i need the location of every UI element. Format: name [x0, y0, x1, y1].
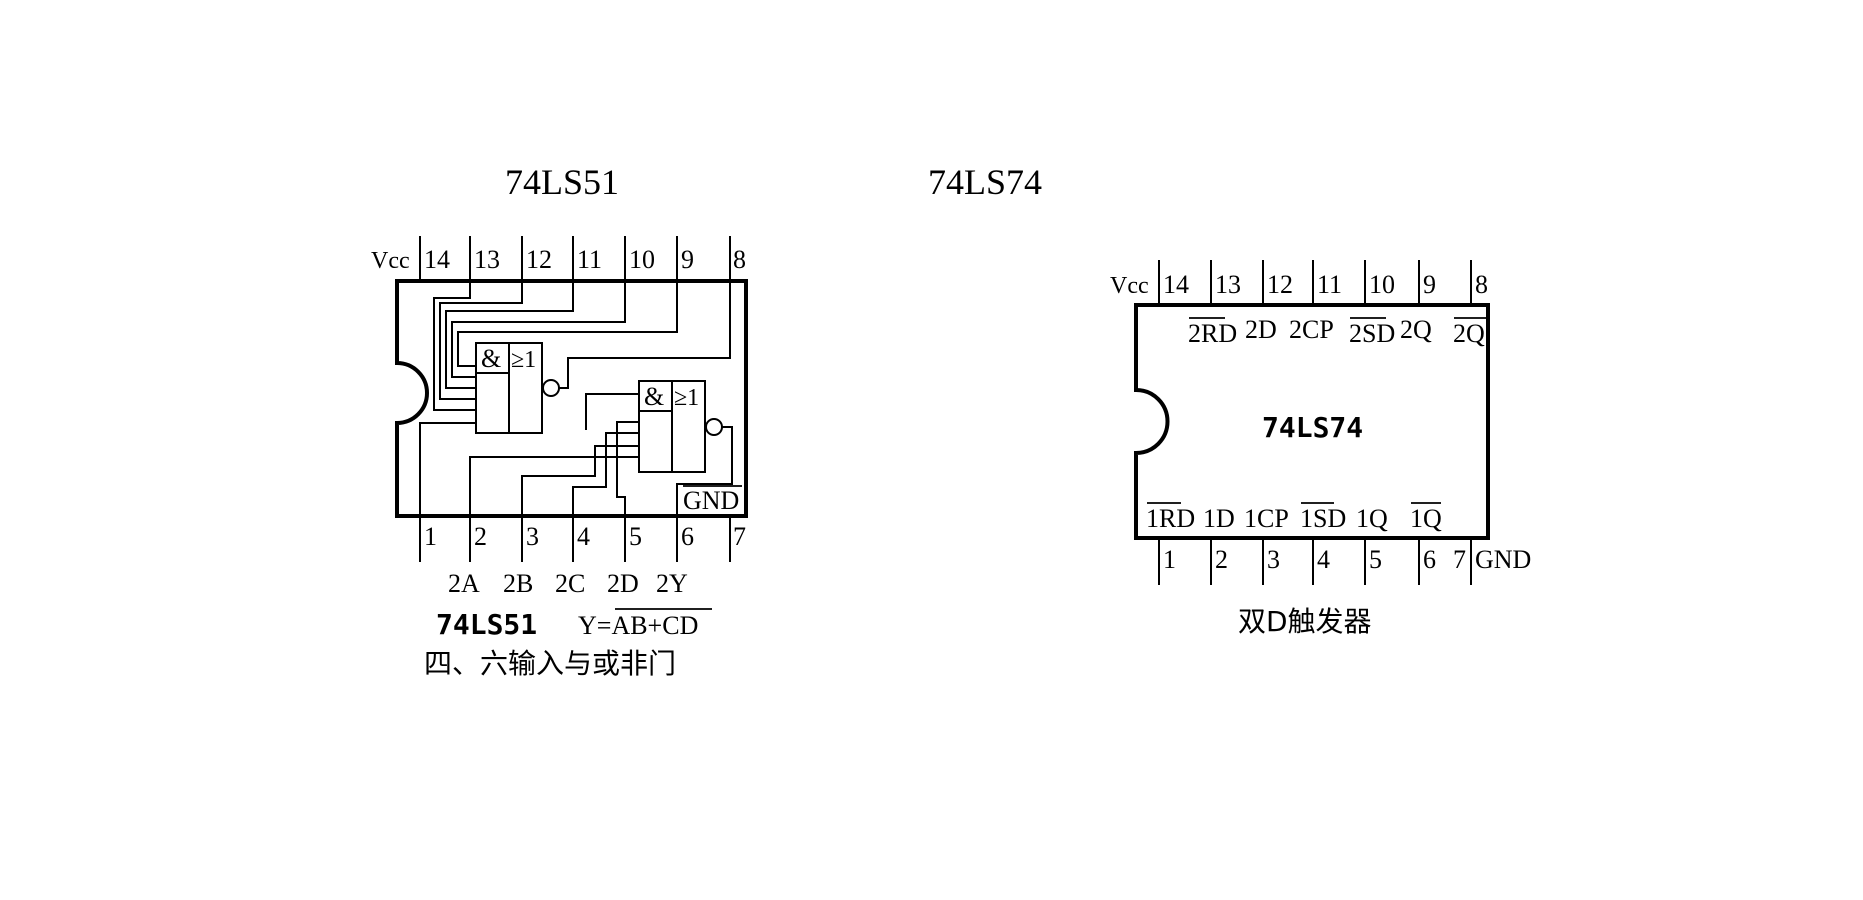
ls51-vcc-label: Vcc: [371, 248, 410, 274]
ls74-pin-12: 12: [1267, 270, 1293, 299]
ls74-pin-8: 8: [1475, 270, 1488, 299]
ls74-bottom-pin-lines: [1158, 538, 1472, 585]
ls74-pin-9: 9: [1423, 270, 1436, 299]
ls74-signal-2rd: 2RD: [1188, 319, 1237, 348]
ls74-pin-4: 4: [1317, 545, 1330, 574]
chip-74ls74-body: [1134, 303, 1490, 540]
ls51-pin-2: 2: [474, 522, 487, 551]
ls74-signal-1rd: 1RD: [1146, 504, 1195, 533]
ls51-gate-1: & ≥1: [475, 342, 560, 434]
ls74-description: 双D触发器: [1238, 605, 1372, 638]
ls74-pin-10: 10: [1369, 270, 1395, 299]
ls74-pin-2: 2: [1215, 545, 1228, 574]
ls74-top-pin-lines: [1158, 260, 1472, 305]
ls74-signal-2q: 2Q: [1400, 315, 1432, 344]
ls74-pin-14: 14: [1163, 270, 1189, 299]
chip-74ls51: 14 13 12 11 10 9 8 Vcc 1 2 3 4 5 6 7 & ≥…: [371, 236, 748, 680]
ls74-pin-3: 3: [1267, 545, 1280, 574]
ls51-description: 四、六输入与或非门: [424, 647, 676, 680]
ls74-pin-1: 1: [1163, 545, 1176, 574]
ls51-internal-wiring: [419, 281, 733, 516]
ls51-pin-8: 8: [733, 245, 746, 274]
title-74ls74: 74LS74: [928, 162, 1042, 202]
ls74-signal-1sd: 1SD: [1300, 504, 1346, 533]
ls51-gate-2: & ≥1: [638, 380, 723, 473]
ls51-pin-7: 7: [733, 522, 746, 551]
ls51-gate-2-or: ≥1: [674, 385, 699, 411]
ls51-bottom-pin-lines: [419, 516, 731, 562]
ls74-signal-1cp: 1CP: [1244, 504, 1289, 533]
ls74-pin-6: 6: [1423, 545, 1436, 574]
ls51-signal-2y: 2Y: [656, 569, 688, 598]
ls51-pin-4: 4: [577, 522, 590, 551]
ls74-pin-7: 7: [1453, 545, 1466, 574]
ls51-pin-9: 9: [681, 245, 694, 274]
ls51-signal-2b: 2B: [503, 569, 533, 598]
ls74-center-label: 74LS74: [1262, 411, 1363, 444]
ls51-signal-2a: 2A: [448, 569, 480, 598]
ls51-pin-3: 3: [526, 522, 539, 551]
title-74ls51: 74LS51: [505, 162, 619, 202]
ls74-signal-2sd: 2SD: [1349, 319, 1395, 348]
ls74-signal-2d: 2D: [1245, 315, 1277, 344]
chip-74ls74: 14 13 12 11 10 9 8 Vcc 1 2 3 4 5 6 7 GND…: [1110, 260, 1531, 638]
ls74-pin-11: 11: [1317, 270, 1342, 299]
ls74-signal-2q-bar: 2Q: [1453, 319, 1485, 348]
ls51-part-name: 74LS51: [436, 608, 537, 641]
ls51-pin-11: 11: [577, 245, 602, 274]
ls51-gate-1-inverter-bubble: [542, 379, 560, 397]
ls51-pin-6: 6: [681, 522, 694, 551]
ls51-pin-5: 5: [629, 522, 642, 551]
ls51-gate-2-and: &: [644, 382, 664, 411]
ls51-gnd-label: GND: [683, 486, 739, 515]
ls51-top-pin-lines: [419, 236, 731, 281]
ls51-signal-2d: 2D: [607, 569, 639, 598]
ls74-signal-1d: 1D: [1203, 504, 1235, 533]
ls74-pin-13: 13: [1215, 270, 1241, 299]
ls51-pin-10: 10: [629, 245, 655, 274]
ls51-pin-12: 12: [526, 245, 552, 274]
ls74-vcc-label: Vcc: [1110, 273, 1149, 299]
ls51-gate-1-and: &: [481, 344, 501, 373]
ls74-gnd-label: GND: [1475, 545, 1531, 574]
ls74-pin-5: 5: [1369, 545, 1382, 574]
ls51-pin-14: 14: [424, 245, 450, 274]
ls74-signal-1q: 1Q: [1356, 504, 1388, 533]
ls51-signal-2c: 2C: [555, 569, 585, 598]
ls51-gate-1-or: ≥1: [511, 347, 536, 373]
ls51-pin-1: 1: [424, 522, 437, 551]
ls51-formula: Y=AB+CD: [578, 611, 698, 640]
chip-74ls51-body: [395, 279, 748, 518]
ls51-gate-2-inverter-bubble: [705, 418, 723, 436]
ls74-signal-1q-bar: 1Q: [1410, 504, 1442, 533]
ls51-pin-13: 13: [474, 245, 500, 274]
ls74-signal-2cp: 2CP: [1289, 315, 1334, 344]
